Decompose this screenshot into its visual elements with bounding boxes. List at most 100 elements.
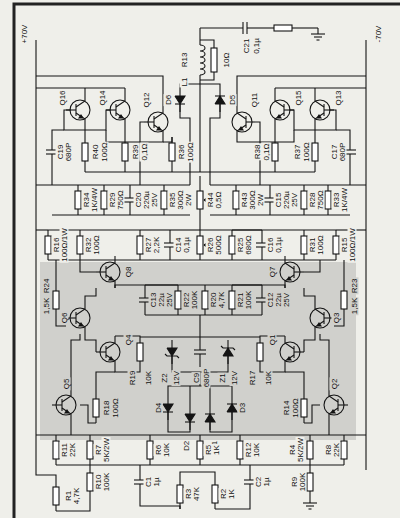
diode-bar bbox=[163, 411, 173, 412]
component-label: 2,2K bbox=[152, 236, 161, 254]
ground-symbol bbox=[306, 505, 314, 506]
wire bbox=[124, 167, 125, 172]
diode-symbol bbox=[175, 96, 185, 104]
wire bbox=[167, 396, 168, 404]
component-label: R13 bbox=[180, 52, 189, 69]
wire bbox=[77, 209, 78, 215]
base-bar bbox=[61, 399, 62, 411]
component-label: 100K bbox=[244, 290, 253, 311]
wire bbox=[84, 167, 85, 172]
wire bbox=[199, 354, 200, 367]
component-label: D3 bbox=[238, 402, 247, 414]
wire bbox=[145, 284, 178, 285]
output-line bbox=[199, 75, 200, 172]
resistor-symbol bbox=[341, 291, 347, 309]
bus bbox=[210, 214, 350, 215]
component-label: L1 bbox=[180, 77, 189, 88]
wire bbox=[314, 126, 315, 137]
emitter-lead bbox=[154, 125, 163, 138]
emitter-lead bbox=[315, 321, 324, 334]
wire bbox=[303, 254, 304, 260]
emitter-arrow bbox=[317, 115, 321, 118]
supply-rail bbox=[35, 40, 36, 470]
wire bbox=[274, 88, 275, 94]
wire bbox=[51, 137, 52, 150]
wire bbox=[129, 185, 130, 198]
wire bbox=[140, 497, 180, 509]
component-label: 0,5Ω bbox=[214, 190, 223, 209]
wire bbox=[36, 229, 48, 230]
component-label: 1K bbox=[227, 488, 236, 500]
wire bbox=[261, 302, 262, 315]
component-label: 750Ω bbox=[116, 189, 125, 210]
component-label: 680P bbox=[202, 368, 211, 389]
component-label: 25V bbox=[290, 192, 299, 208]
wire bbox=[303, 417, 304, 423]
diode-symbol bbox=[227, 404, 237, 412]
wire bbox=[304, 405, 320, 423]
component-label: 2W bbox=[184, 193, 193, 207]
component-label: C9 bbox=[192, 372, 201, 384]
component-label: 100Ω bbox=[302, 141, 311, 162]
component-label: Q8 bbox=[124, 266, 133, 279]
resistor-symbol bbox=[45, 236, 51, 254]
wire bbox=[199, 315, 200, 337]
component-label: Q4 bbox=[124, 334, 133, 347]
wire bbox=[149, 459, 150, 465]
wire bbox=[349, 137, 350, 150]
wire bbox=[96, 372, 115, 393]
resistor-symbol bbox=[233, 191, 239, 209]
ground-symbol bbox=[311, 33, 325, 34]
component-label: D2 bbox=[182, 440, 191, 452]
emitter-arrow bbox=[239, 127, 243, 130]
wire bbox=[36, 470, 56, 481]
resistor-symbol bbox=[177, 485, 183, 503]
component-label: 100K bbox=[102, 472, 111, 493]
collector-lead bbox=[315, 94, 324, 107]
wire bbox=[259, 361, 260, 367]
wire bbox=[140, 229, 170, 230]
bus bbox=[48, 259, 336, 260]
wire bbox=[95, 393, 96, 399]
wire bbox=[168, 386, 232, 396]
component-label: 47K bbox=[192, 486, 201, 502]
component-label: Q1 bbox=[268, 334, 277, 347]
wire bbox=[204, 285, 205, 291]
diode-symbol bbox=[163, 404, 173, 412]
resistor-symbol bbox=[161, 191, 167, 209]
component-label: D5 bbox=[228, 94, 237, 106]
emitter-arrow bbox=[79, 115, 83, 118]
wire bbox=[200, 229, 262, 230]
emitter-lead bbox=[116, 113, 125, 126]
wire bbox=[309, 467, 310, 473]
diode-bar bbox=[215, 95, 225, 96]
component-label: Q11 bbox=[250, 92, 259, 109]
wire bbox=[124, 161, 125, 167]
component-label: 10K bbox=[162, 442, 171, 458]
wire bbox=[47, 230, 48, 236]
wire bbox=[171, 161, 172, 167]
wire bbox=[200, 40, 214, 48]
wire bbox=[199, 185, 200, 191]
resistor-symbol bbox=[75, 191, 81, 209]
resistor-symbol bbox=[197, 236, 203, 254]
zener-bar bbox=[165, 354, 179, 358]
wire bbox=[180, 472, 215, 479]
resistor-symbol bbox=[301, 236, 307, 254]
wire bbox=[343, 435, 344, 441]
component-label: 12V bbox=[172, 370, 181, 386]
resistor-symbol bbox=[272, 143, 278, 161]
base-bar bbox=[105, 346, 106, 358]
component-label: 100K bbox=[190, 290, 199, 311]
wire bbox=[292, 27, 298, 28]
component-label: Q13 bbox=[334, 89, 343, 106]
wire bbox=[214, 479, 215, 485]
component-label: R17 bbox=[248, 370, 257, 387]
resistor-symbol bbox=[229, 236, 235, 254]
component-label: 10K bbox=[264, 370, 273, 386]
component-label: 1µ bbox=[152, 476, 161, 487]
wire bbox=[209, 422, 210, 430]
bus bbox=[145, 314, 262, 315]
component-label: D6 bbox=[164, 94, 173, 106]
